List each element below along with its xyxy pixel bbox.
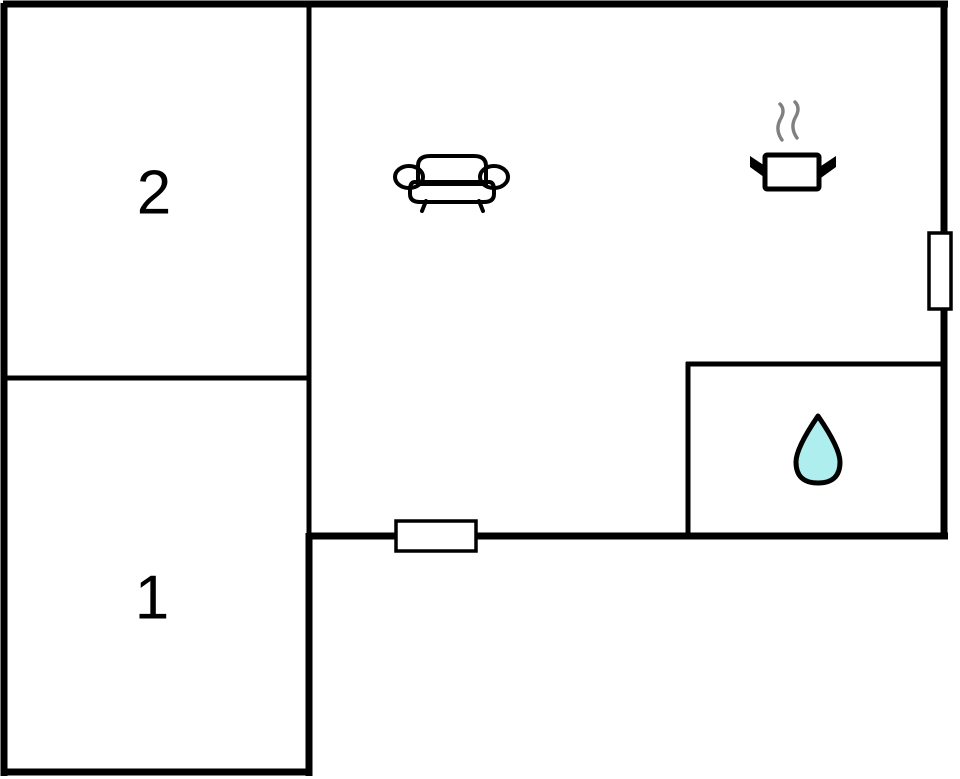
sofa-leg-right xyxy=(477,199,485,213)
room-label-1: 1 xyxy=(135,564,169,633)
sofa-backrest xyxy=(416,154,488,186)
steam-wisp-left xyxy=(776,102,785,142)
sofa-armrest-right xyxy=(478,164,510,190)
sofa-icon xyxy=(393,154,510,213)
water-drop-shape xyxy=(793,413,843,486)
pot-handle-right xyxy=(818,156,836,180)
pot-body xyxy=(762,152,822,192)
sofa-armrest-left xyxy=(393,164,425,190)
door-right-wall[interactable] xyxy=(927,231,953,311)
sofa-leg-left xyxy=(420,199,428,213)
cooking-pot-icon xyxy=(750,100,836,192)
steam-wisp-right xyxy=(791,100,800,140)
room-label-2: 2 xyxy=(137,159,171,228)
openings-group xyxy=(394,231,953,553)
room-labels-group: 2 1 xyxy=(135,159,171,633)
water-drop-icon xyxy=(793,413,843,486)
door-bottom-wall[interactable] xyxy=(394,519,478,553)
